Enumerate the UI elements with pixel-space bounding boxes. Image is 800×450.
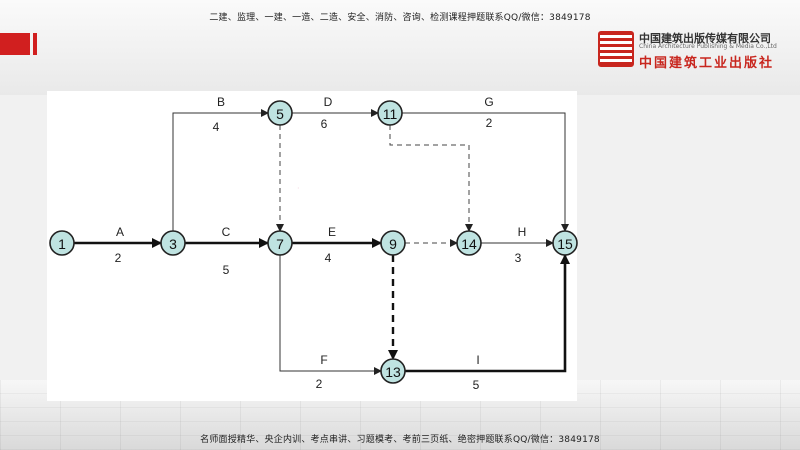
dummy-arrow-11-14 xyxy=(389,125,473,232)
activity-arrow-i xyxy=(405,254,570,373)
activity-duration-g: 2 xyxy=(486,116,493,130)
activity-duration-i: 5 xyxy=(473,378,480,392)
activity-duration-b: 4 xyxy=(213,120,220,134)
node-circle-9 xyxy=(380,230,406,256)
activity-arrow-g xyxy=(402,112,569,232)
node-circle-14 xyxy=(456,230,482,256)
watermark-text: · xyxy=(295,185,303,190)
activity-name-h: H xyxy=(518,225,527,239)
node-label-5: 5 xyxy=(276,106,284,122)
header-contact-text: 二建、监理、一建、一造、二造、安全、消防、咨询、检测课程押题联系QQ/微信：38… xyxy=(209,13,591,23)
activity-name-f: F xyxy=(320,353,327,367)
activity-name-a: A xyxy=(116,225,124,239)
activity-duration-d: 6 xyxy=(321,117,328,131)
activity-arrow-b xyxy=(172,109,269,231)
activity-duration-a: 2 xyxy=(115,251,122,265)
activity-name-g: G xyxy=(484,95,493,109)
node-circle-11 xyxy=(377,100,403,126)
activity-duration-h: 3 xyxy=(515,251,522,265)
footer-contact-text: 名师面授精华、央企内训、考点串讲、习题模考、考前三页纸、绝密押题联系QQ/微信：… xyxy=(200,435,600,445)
node-label-9: 9 xyxy=(389,236,397,252)
node-circle-7 xyxy=(267,230,293,256)
activity-duration-c: 5 xyxy=(223,263,230,277)
activity-name-d: D xyxy=(324,95,333,109)
node-label-3: 3 xyxy=(169,236,177,252)
node-label-7: 7 xyxy=(276,236,284,252)
activity-duration-e: 4 xyxy=(325,251,332,265)
red-accent-stripe xyxy=(33,33,37,55)
activity-arrow-f xyxy=(279,255,382,375)
network-diagram-panel xyxy=(47,91,577,401)
node-label-11: 11 xyxy=(383,106,398,122)
node-label-15: 15 xyxy=(557,236,573,252)
publisher-name-cn: 中国建筑出版传媒有限公司 xyxy=(639,32,771,45)
publisher-logo-icon xyxy=(598,31,634,67)
activity-name-i: I xyxy=(476,353,479,367)
node-label-1: 1 xyxy=(58,236,66,252)
node-circle-13 xyxy=(380,358,406,384)
publisher-name-en: China Architecture Publishing & Media Co… xyxy=(639,43,777,50)
red-accent-bar xyxy=(0,33,30,55)
activity-name-c: C xyxy=(222,225,231,239)
node-circle-5 xyxy=(267,100,293,126)
activity-name-b: B xyxy=(217,95,225,109)
publisher-press-name: 中国建筑工业出版社 xyxy=(639,56,775,71)
node-circle-1 xyxy=(49,230,75,256)
node-label-14: 14 xyxy=(461,236,477,252)
activity-name-e: E xyxy=(328,225,336,239)
background-top xyxy=(0,0,800,95)
node-circle-3 xyxy=(160,230,186,256)
publisher-logo: 中国建筑出版传媒有限公司 China Architecture Publishi… xyxy=(598,28,794,72)
node-circle-15 xyxy=(552,230,578,256)
node-label-13: 13 xyxy=(385,364,401,380)
activity-duration-f: 2 xyxy=(316,377,323,391)
